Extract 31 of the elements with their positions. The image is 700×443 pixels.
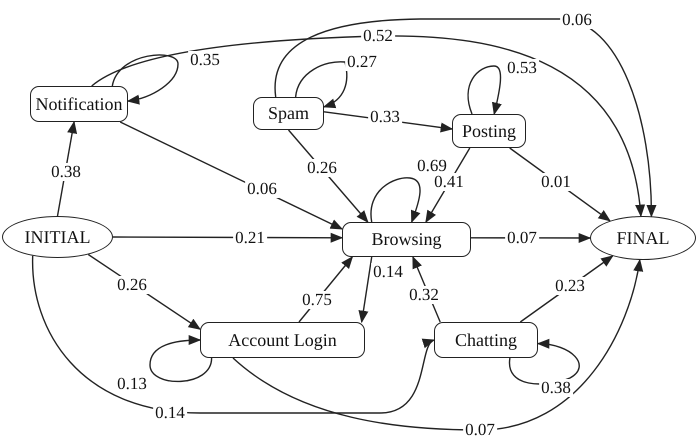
arrow [32, 256, 436, 414]
arrow [467, 65, 502, 116]
edge-label: 0.38 [49, 163, 83, 181]
edge-label: 0.32 [407, 286, 441, 304]
edge-label: 0.06 [245, 180, 279, 198]
state-box: Browsing [342, 222, 471, 257]
edge-label: 0.26 [305, 159, 339, 177]
arrow [274, 18, 656, 218]
state-box: Account Login [200, 322, 365, 358]
arrow [149, 335, 212, 382]
edge-label: 0.06 [560, 11, 594, 29]
state-ellipse: INITIAL [2, 216, 113, 258]
edge-label: 0.33 [368, 108, 402, 126]
edge-label: 0.26 [115, 276, 149, 294]
arrow [370, 177, 421, 224]
arrow [112, 54, 179, 104]
edge-label: 0.75 [300, 291, 334, 309]
edge-label: 0.27 [345, 53, 379, 71]
arrow [294, 61, 348, 108]
state-box: Chatting [434, 322, 538, 358]
state-ellipse: FINAL [590, 216, 696, 260]
state-box: Posting [452, 114, 526, 148]
state-box: Notification [30, 86, 128, 122]
edge-label: 0.41 [432, 173, 466, 191]
edge-label: 0.01 [539, 173, 573, 191]
edge-label: 0.23 [553, 277, 587, 295]
edge-label: 0.38 [539, 379, 573, 397]
state-box: Spam [253, 97, 324, 130]
arrow [91, 35, 644, 218]
arrow [358, 256, 372, 324]
arrow [232, 258, 643, 431]
